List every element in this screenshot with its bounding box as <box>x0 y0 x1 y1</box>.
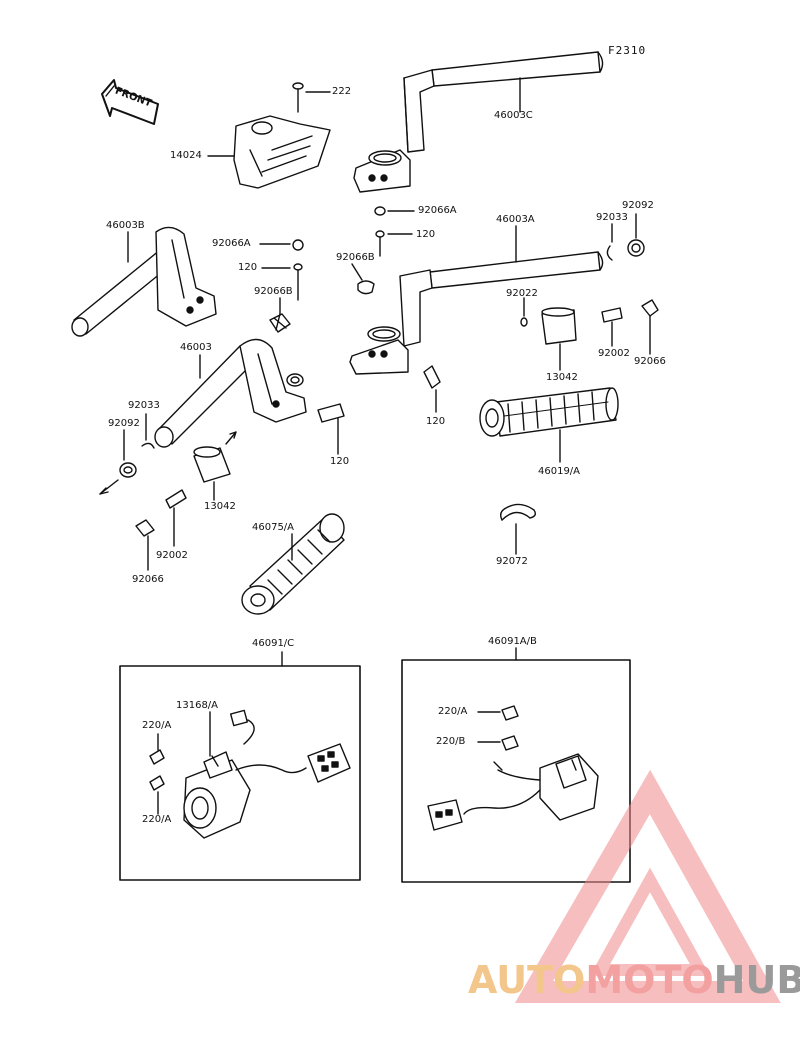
label-46091c: 46091/C <box>252 638 295 649</box>
label-46075a: 46075/A <box>252 522 295 533</box>
clip-on-handlebar-46003c <box>353 51 604 193</box>
label-92066a-left: 92066A <box>212 238 251 249</box>
weight-92092-left <box>99 429 137 495</box>
front-arrow-icon <box>101 79 159 125</box>
label-220a-bottom: 220/A <box>142 814 172 825</box>
weight-92092-right <box>627 213 645 257</box>
watermark-auto: AUTO <box>468 958 586 1002</box>
bolt-120-lower <box>317 403 345 455</box>
watermark-text: AUTOMOTOHUB <box>468 958 800 1002</box>
label-222: 222 <box>332 86 352 97</box>
clip-on-handlebar-46003a <box>349 225 604 375</box>
label-92066-left: 92066 <box>132 574 164 585</box>
label-46003a: 46003A <box>496 214 535 225</box>
ring-92072 <box>499 503 537 555</box>
bolt-222 <box>292 82 331 113</box>
label-46019a: 46019/A <box>538 466 581 477</box>
label-92092-left: 92092 <box>108 418 140 429</box>
label-92092-right: 92092 <box>622 200 654 211</box>
watermark-moto: MOTO <box>585 958 714 1002</box>
label-220a-top: 220/A <box>142 720 172 731</box>
label-220b-right: 220/B <box>436 736 466 747</box>
bolt-92002-right <box>601 307 623 347</box>
watermark-logo-icon <box>514 769 781 1003</box>
clip-92033-right <box>606 223 613 261</box>
label-92022: 92022 <box>506 288 538 299</box>
cap-92066b-left <box>269 297 291 333</box>
label-46003b: 46003B <box>106 220 145 231</box>
grip-46019a <box>479 387 619 463</box>
switch-box-46091c <box>119 651 361 881</box>
label-92066b-left: 92066B <box>254 286 293 297</box>
label-120-b: 120 <box>238 262 258 273</box>
bolt-120-right <box>423 365 441 413</box>
handlebar-46003 <box>154 338 307 448</box>
label-92002-left: 92002 <box>156 550 188 561</box>
label-13168a: 13168/A <box>176 700 219 711</box>
weight-13042-left <box>193 431 237 501</box>
cap-92066b-right <box>351 263 375 295</box>
holder-14024 <box>207 115 331 189</box>
handlebar-46003b <box>71 226 217 337</box>
weight-13042-right <box>541 307 577 371</box>
label-92066-right: 92066 <box>634 356 666 367</box>
label-92066a-top: 92066A <box>418 205 457 216</box>
label-13042-left: 13042 <box>204 501 236 512</box>
ring-92022 <box>520 297 528 327</box>
cap-92066-right <box>641 299 659 355</box>
bolt-120-left <box>261 263 303 301</box>
label-92066b-right: 92066B <box>336 252 375 263</box>
label-92072: 92072 <box>496 556 528 567</box>
bolt-120-top <box>375 230 413 257</box>
switch-box-46091ab <box>401 647 631 883</box>
figure-reference-code: F2310 <box>608 44 647 57</box>
label-46003c: 46003C <box>494 110 533 121</box>
label-220a-right: 220/A <box>438 706 468 717</box>
cap-92066-left <box>135 519 155 571</box>
bolt-92002-left <box>165 489 187 547</box>
label-92002-right: 92002 <box>598 348 630 359</box>
label-92033-right: 92033 <box>596 212 628 223</box>
label-92033-left: 92033 <box>128 400 160 411</box>
label-13042-right: 13042 <box>546 372 578 383</box>
clip-92033-left <box>141 413 155 449</box>
label-120-d: 120 <box>330 456 350 467</box>
label-120-c: 120 <box>426 416 446 427</box>
label-120-a: 120 <box>416 229 436 240</box>
label-46003: 46003 <box>180 342 212 353</box>
cap-92066a <box>374 206 386 216</box>
cap-92066a-left <box>259 239 304 251</box>
watermark-hub: HUB <box>713 958 800 1002</box>
label-14024: 14024 <box>170 150 202 161</box>
label-46091ab: 46091A/B <box>488 636 537 647</box>
grip-46075a <box>241 513 345 615</box>
